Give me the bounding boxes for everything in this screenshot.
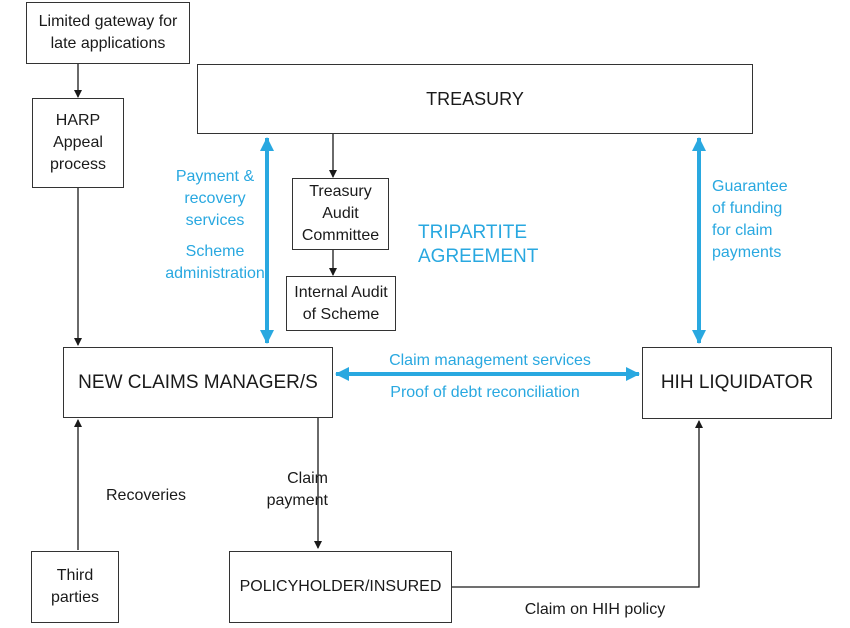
treasury-label: TREASURY [426,89,524,109]
claim-on-policy-label: Claim on HIH policy [524,601,666,618]
audit-committee-label: Treasury Audit Committee [301,183,380,244]
scheme-administration-label: Scheme administration [165,243,265,282]
hih-liquidator-label: HIH LIQUIDATOR [660,372,814,393]
payment-services-label: Payment & recovery services [175,168,255,229]
new-claims-manager-label: NEW CLAIMS MANAGER/S [78,371,318,393]
internal-audit-label: Internal Audit of Scheme [294,283,388,323]
recoveries-label: Recoveries [105,487,187,504]
policyholder-box: POLICYHOLDER/INSURED [229,551,452,623]
gateway-label: Limited gateway for late applications [38,13,178,52]
guarantee-of-funding-label: Guarantee of funding for claim payments [712,178,788,261]
claim-management-label: Claim management services [389,352,591,369]
gateway-box: Limited gateway for late applications [26,2,190,64]
third-parties-label: Third parties [50,567,100,606]
hih-liquidator-box: HIH LIQUIDATOR [642,347,832,419]
arrow-policyholder-to-hih [452,420,703,588]
internal-audit-box: Internal Audit of Scheme [286,276,396,331]
audit-committee-box: Treasury Audit Committee [292,178,389,250]
proof-of-debt-label: Proof of debt reconciliation [390,384,580,401]
new-claims-manager-box: NEW CLAIMS MANAGER/S [63,347,333,418]
tripartite-agreement-label: TRIPARTITE AGREEMENT [418,222,539,267]
treasury-box: TREASURY [197,64,753,134]
claim-payment-label: Claim payment [266,470,328,509]
harp-box: HARP Appeal process [32,98,124,188]
harp-label: HARP Appeal process [49,112,107,173]
third-parties-box: Third parties [31,551,119,623]
policyholder-label: POLICYHOLDER/INSURED [239,578,442,595]
